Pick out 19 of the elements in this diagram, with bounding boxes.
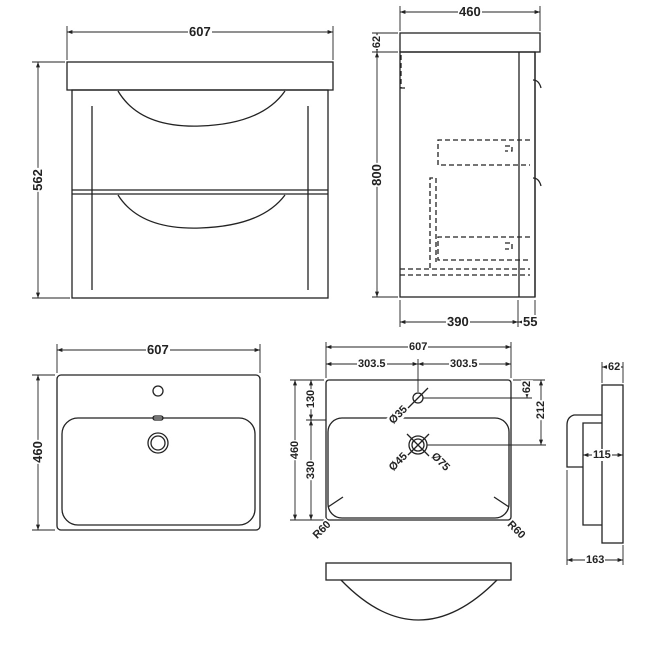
dimension-value: 55: [522, 315, 538, 329]
dimension-value: 390: [446, 315, 470, 329]
dimension-value: 62: [521, 380, 534, 394]
dimension-value: 115: [592, 449, 612, 461]
dimension-value: 330: [305, 460, 318, 480]
dimension-value: 607: [408, 341, 428, 353]
dimension-value: 62: [607, 361, 622, 373]
dimension-value: 130: [305, 388, 318, 410]
dimension-value: 562: [30, 168, 45, 192]
dimension-value: 303.5: [357, 358, 387, 370]
dimension-value: 163: [585, 554, 606, 566]
dimension-value: 607: [188, 25, 212, 39]
dimension-value: 607: [146, 343, 170, 357]
dimension-value: 62: [371, 34, 384, 50]
dimension-value: 460: [458, 5, 482, 19]
dimension-value: 460: [30, 440, 45, 464]
dimension-value: 460: [289, 440, 302, 460]
dimension-value: 800: [370, 163, 384, 187]
dimension-value: 303.5: [449, 358, 479, 370]
